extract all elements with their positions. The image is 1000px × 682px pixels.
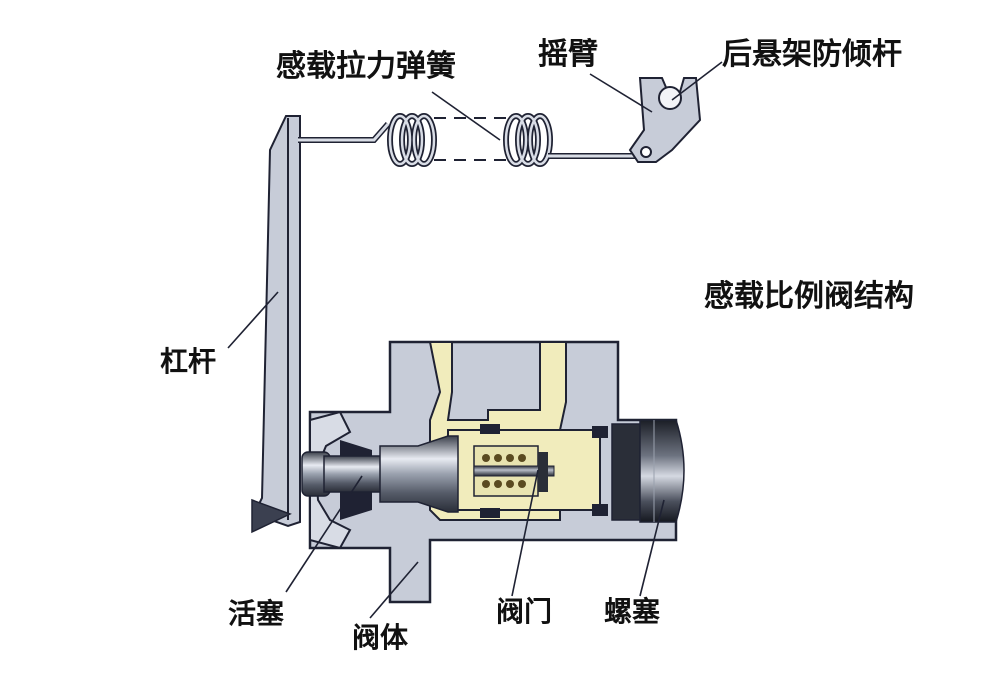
spring-coil-right [503,113,553,167]
label-stabilizer-bar: 后悬架防倾杆 [722,37,902,72]
label-lever: 杠杆 [160,345,217,378]
label-spring: 感载拉力弹簧 [276,49,456,84]
seal-lower-left [480,508,500,518]
lever-pivot [251,498,292,534]
seal-upper-right [592,426,608,438]
valve-door [473,445,555,497]
spring-coil-left [387,113,437,167]
label-valve-door: 阀门 [496,595,553,628]
label-plug: 螺塞 [604,595,661,628]
rocker-pin [640,146,652,158]
seal-lower-right [592,504,608,516]
piston [301,435,459,513]
stabilizer-bar-end [658,86,682,110]
label-rocker-arm: 摇臂 [538,37,598,72]
seal-upper-left [480,424,500,434]
dust-boot [309,410,352,550]
label-title: 感载比例阀结构 [704,279,914,314]
lever [252,115,301,528]
plug [611,419,685,523]
label-piston: 活塞 [228,597,285,630]
label-valve-body: 阀体 [352,621,409,654]
spring-hidden-lines [434,117,506,161]
leader-lines [227,61,723,619]
